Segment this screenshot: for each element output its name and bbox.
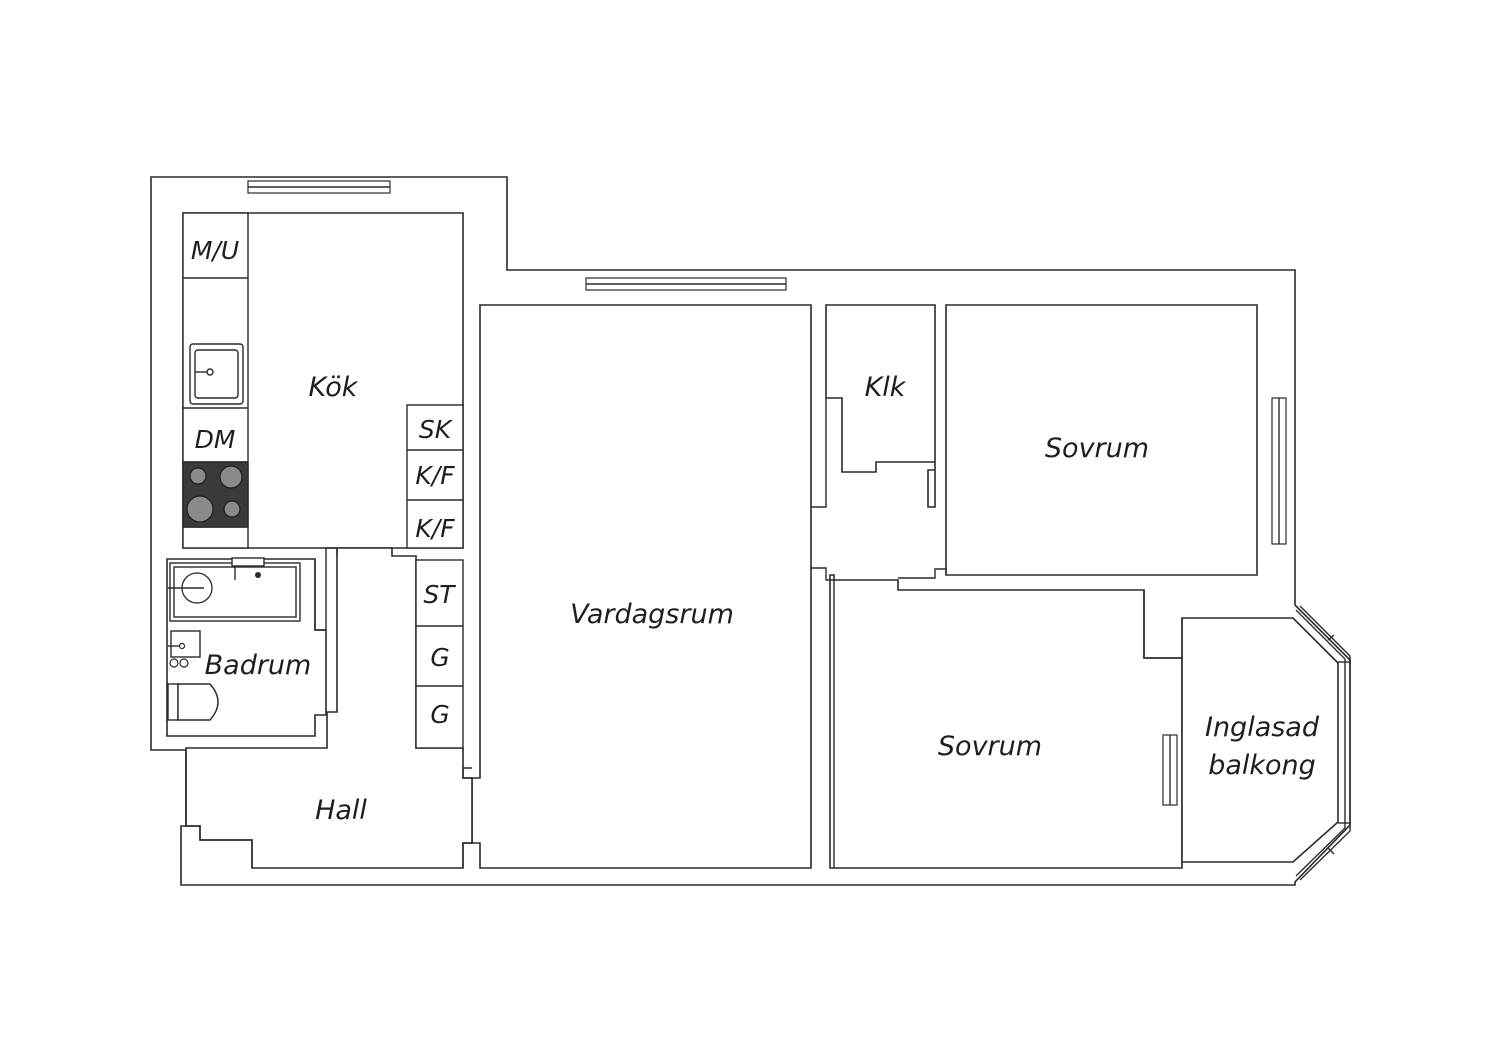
bedroom-top-floor [945, 304, 1258, 576]
room-label-balkong-line2: balkong [1208, 750, 1316, 781]
room-label-hall: Hall [315, 795, 367, 826]
kitchen-cabinets-right [406, 404, 464, 549]
living-room-floor [471, 304, 812, 869]
balcony-floor [1181, 617, 1339, 863]
room-label-klk: Klk [865, 372, 907, 403]
bedroom-bottom-floor [829, 574, 1183, 869]
bathtub-icon [168, 557, 301, 622]
room-label-vardagsrum: Vardagsrum [570, 599, 734, 630]
room-label-sovrum-bottom: Sovrum [938, 731, 1042, 762]
closet-door-jamb [811, 398, 827, 508]
stove-icon [182, 461, 249, 528]
room-label-balkong-line1: Inglasad [1205, 712, 1320, 743]
cabinet-label-st: ST [423, 580, 456, 609]
bedroom-door-jamb [811, 567, 835, 868]
sink-icon [189, 343, 244, 405]
living-door-jamb-bottom [462, 842, 472, 868]
living-door-jamb-top [462, 767, 472, 779]
window-bedroom-top [1271, 397, 1287, 545]
cabinet-label-kf-2: K/F [415, 514, 455, 543]
window-bedroom-bottom [1162, 734, 1178, 806]
washbasin-icon [168, 630, 201, 668]
closet-floor [825, 304, 936, 508]
cabinet-label-dm: DM [195, 425, 236, 454]
bedroom-top-door-jamb [898, 568, 947, 579]
window-balcony [1295, 605, 1351, 881]
bath-wall-detail [314, 547, 338, 631]
window-living-room [585, 277, 787, 291]
hall-cabinets [415, 559, 464, 749]
cabinet-label-sk: SK [419, 415, 454, 444]
cabinet-label-g-1: G [430, 643, 449, 672]
room-label-kok: Kök [309, 372, 359, 403]
cabinet-label-mu: M/U [191, 236, 239, 265]
room-label-sovrum-top: Sovrum [1045, 433, 1149, 464]
hall-left-detail [185, 750, 253, 868]
balcony-wall [1143, 590, 1183, 659]
window-kitchen [247, 180, 391, 194]
toilet-icon [167, 683, 219, 721]
cabinet-label-g-2: G [430, 700, 449, 729]
cabinet-label-kf-1: K/F [415, 461, 455, 490]
room-label-badrum: Badrum [205, 650, 312, 681]
